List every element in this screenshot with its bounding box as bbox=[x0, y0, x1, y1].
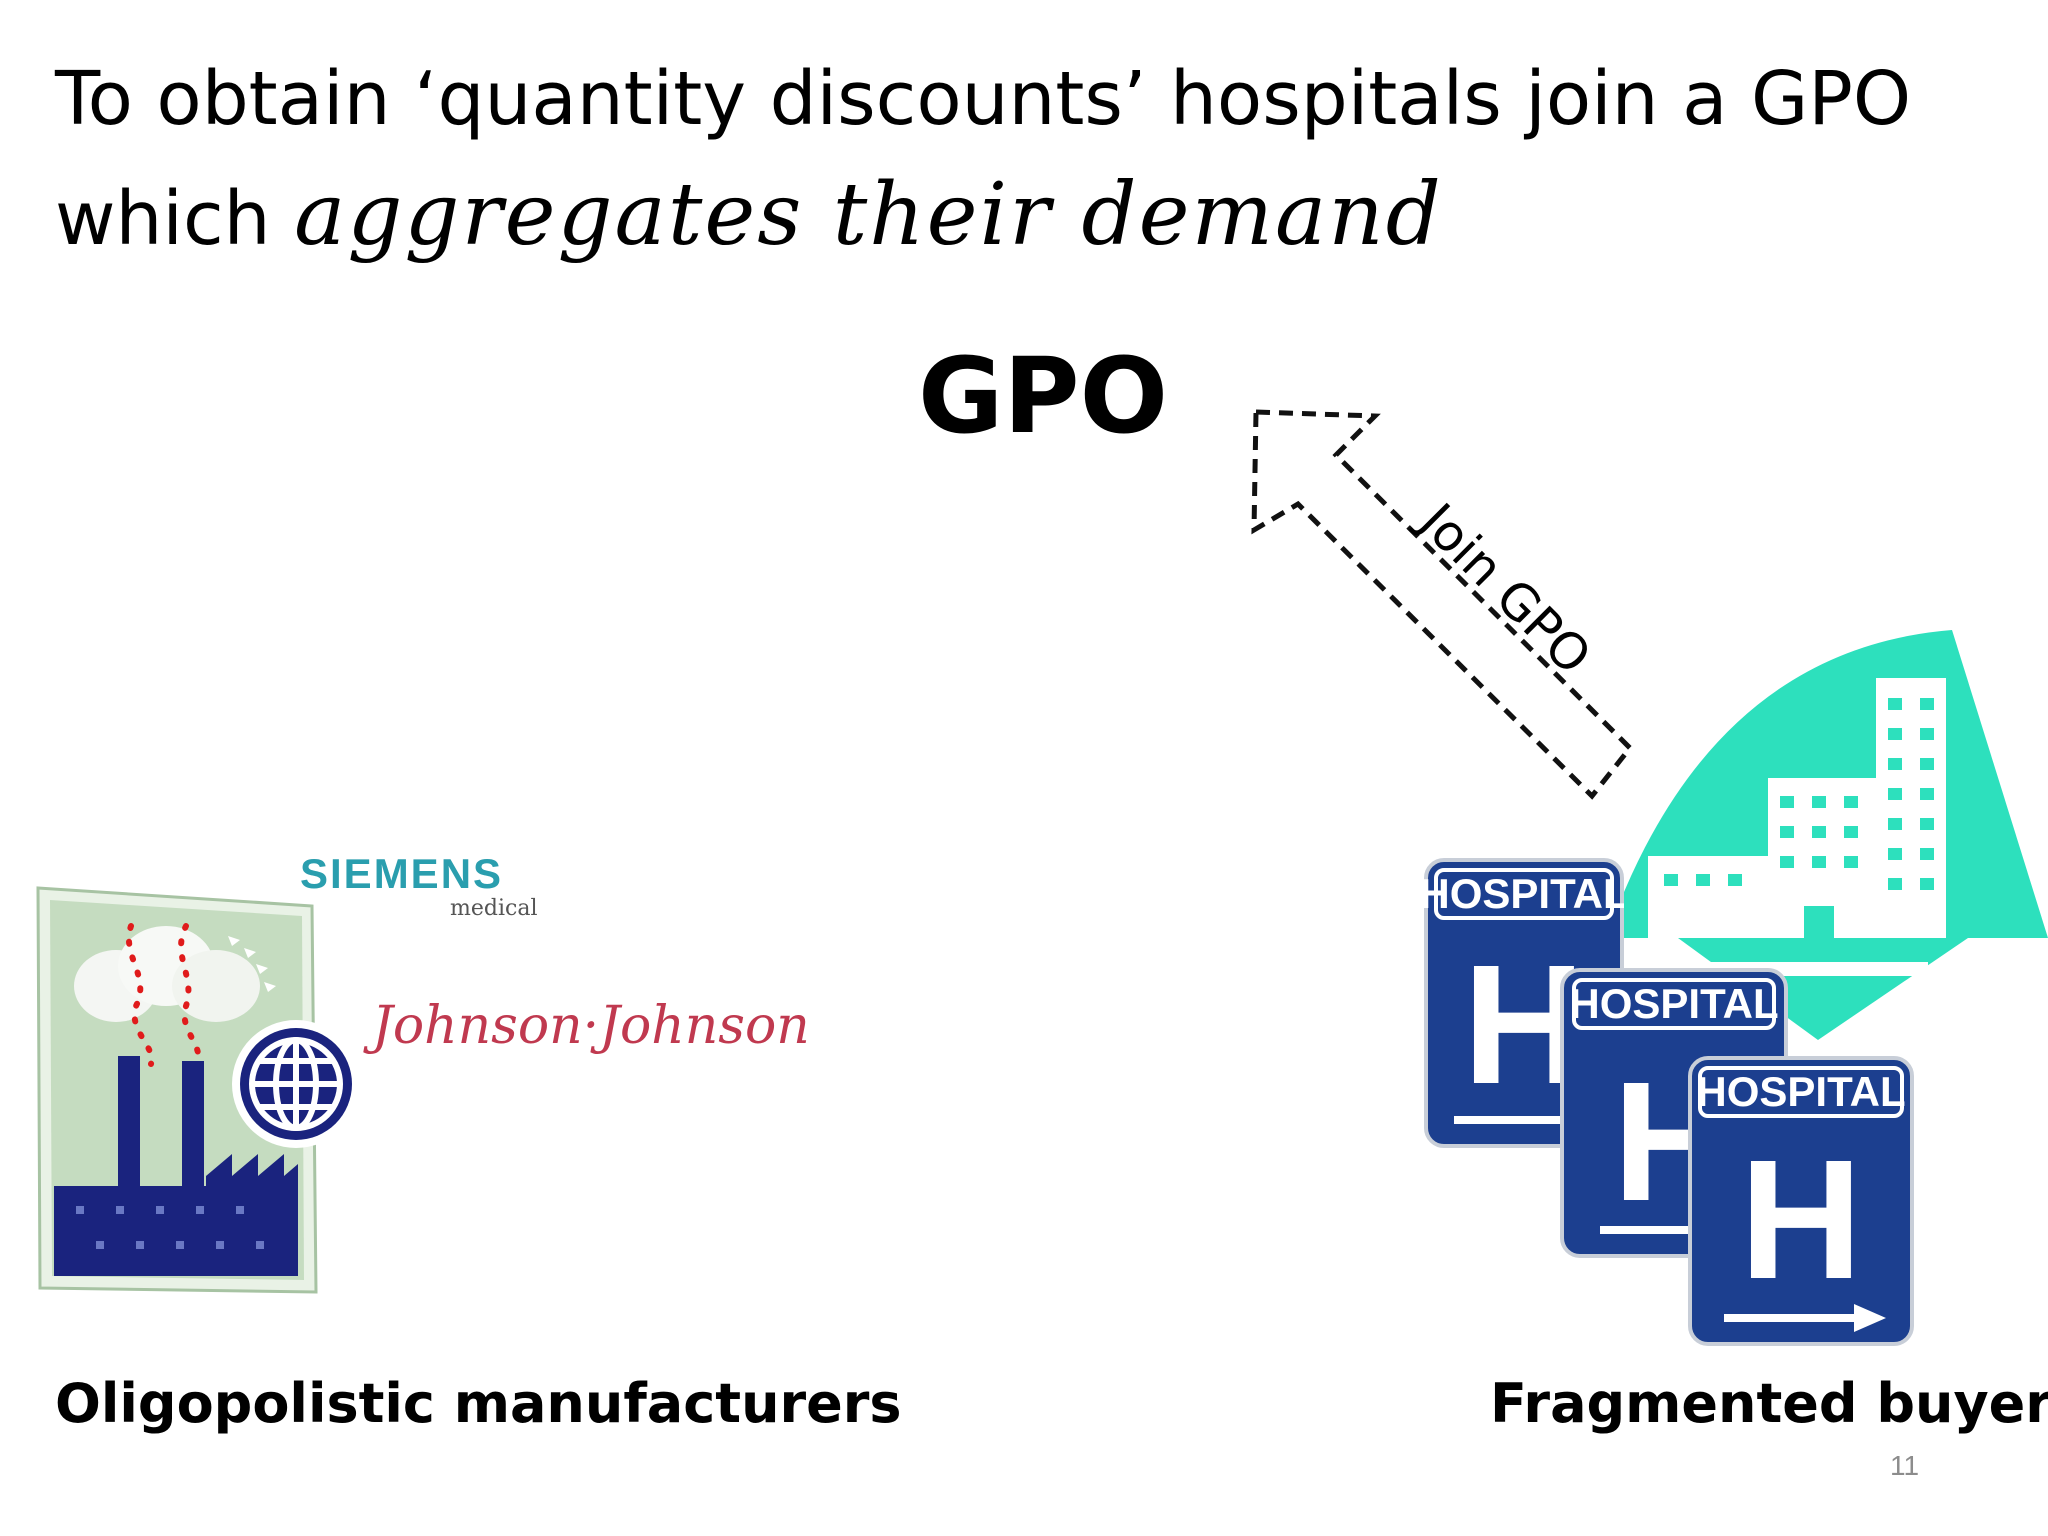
buyers-caption: Fragmented buyers bbox=[1490, 1372, 2048, 1435]
page-number: 11 bbox=[1890, 1450, 1920, 1481]
siemens-logo: SIEMENS bbox=[300, 850, 504, 897]
sign-text: HOSPITAL bbox=[1696, 1068, 1905, 1115]
manufacturers-caption: Oligopolistic manufacturers bbox=[55, 1372, 902, 1435]
slide-title-line2: which aggregates their demand bbox=[55, 172, 1443, 258]
factory-globe-icon bbox=[36, 886, 360, 1294]
dashed-arrow-icon bbox=[1251, 409, 1634, 800]
hospital-building-icon bbox=[1624, 630, 2048, 1040]
title-prefix: which bbox=[55, 176, 271, 262]
sign-text: HOSPITAL bbox=[1424, 870, 1624, 917]
gpo-label: GPO bbox=[918, 335, 1168, 457]
slide-title-line1: To obtain ‘quantity discounts’ hospitals… bbox=[55, 56, 1912, 142]
sign-text: HOSPITAL bbox=[1569, 980, 1778, 1027]
siemens-sub: medical bbox=[450, 896, 538, 921]
jj-logo: Johnson·Johnson bbox=[372, 996, 810, 1056]
title-handwritten: aggregates their demand bbox=[294, 165, 1443, 265]
hospital-sign-icon: HOSPITAL H bbox=[1688, 1056, 1914, 1346]
sign-letter: H bbox=[1740, 1125, 1863, 1315]
